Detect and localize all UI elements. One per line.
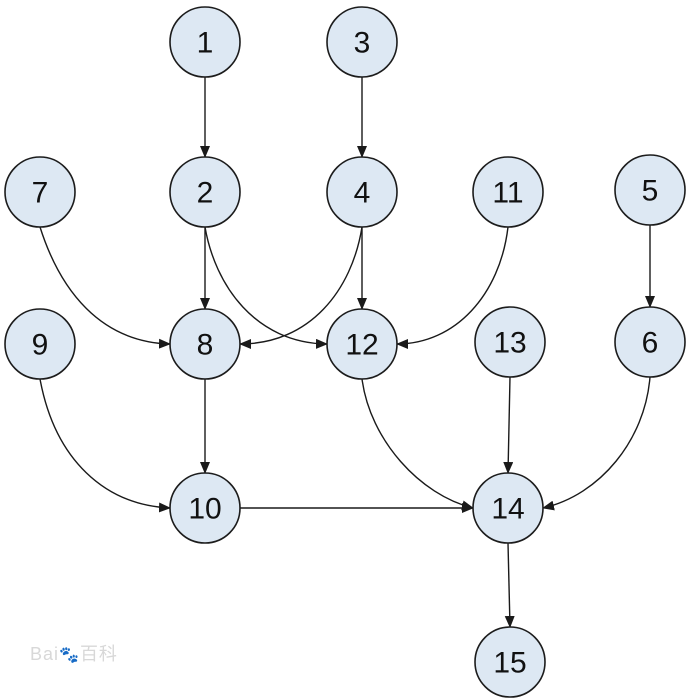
node-13: 13 (474, 306, 546, 378)
node-5-label: 5 (642, 175, 659, 208)
node-2-circle (169, 156, 241, 228)
node-3: 3 (326, 6, 398, 78)
node-3-circle (326, 6, 398, 78)
node-2: 2 (169, 156, 241, 228)
node-15-circle (474, 626, 546, 698)
node-7-label: 7 (32, 177, 49, 210)
node-10: 10 (169, 472, 241, 544)
node-4-circle (326, 156, 398, 228)
watermark-suffix: 百科 (79, 644, 118, 664)
node-6-label: 6 (642, 327, 659, 360)
edge-12-to-14 (361, 378, 474, 511)
node-14-circle (472, 472, 544, 544)
node-12-label: 12 (345, 329, 378, 362)
edge-14-to-15 (504, 542, 515, 628)
node-4-label: 4 (354, 177, 371, 210)
node-10-label: 10 (188, 493, 221, 526)
node-7: 7 (4, 156, 76, 228)
node-7-circle (4, 156, 76, 228)
node-8: 8 (169, 308, 241, 380)
edge-4-to-8 (239, 226, 363, 349)
node-10-circle (169, 472, 241, 544)
node-4: 4 (326, 156, 398, 228)
node-5-circle (614, 154, 686, 226)
node-13-label: 13 (493, 327, 526, 360)
node-8-label: 8 (197, 329, 214, 362)
node-14: 14 (472, 472, 544, 544)
node-11-label: 11 (492, 177, 523, 210)
edges (39, 77, 655, 628)
node-6-circle (614, 306, 686, 378)
node-3-label: 3 (354, 27, 371, 60)
node-8-circle (169, 308, 241, 380)
node-9-circle (4, 308, 76, 380)
watermark-text: Bai (30, 644, 60, 664)
node-1: 1 (169, 6, 241, 78)
node-15-label: 15 (493, 647, 526, 680)
node-9-label: 9 (32, 329, 49, 362)
node-12: 12 (326, 308, 398, 380)
node-9: 9 (4, 308, 76, 380)
edge-7-to-8 (39, 226, 171, 349)
edge-13-to-14 (503, 376, 514, 474)
node-2-label: 2 (197, 177, 214, 210)
node-15: 15 (474, 626, 546, 698)
node-13-circle (474, 306, 546, 378)
node-6: 6 (614, 306, 686, 378)
node-12-circle (326, 308, 398, 380)
node-1-label: 1 (197, 27, 214, 60)
node-11-circle (472, 156, 544, 228)
edge-2-to-12 (204, 226, 328, 349)
node-5: 5 (614, 154, 686, 226)
paw-icon: 🐾 (59, 647, 80, 664)
edge-11-to-12 (396, 226, 509, 349)
node-1-circle (169, 6, 241, 78)
edge-9-to-10 (39, 378, 171, 513)
node-14-label: 14 (491, 493, 524, 526)
node-11: 11 (472, 156, 544, 228)
baidu-watermark: Bai🐾百科 (30, 640, 118, 666)
edge-6-to-14 (542, 376, 651, 511)
